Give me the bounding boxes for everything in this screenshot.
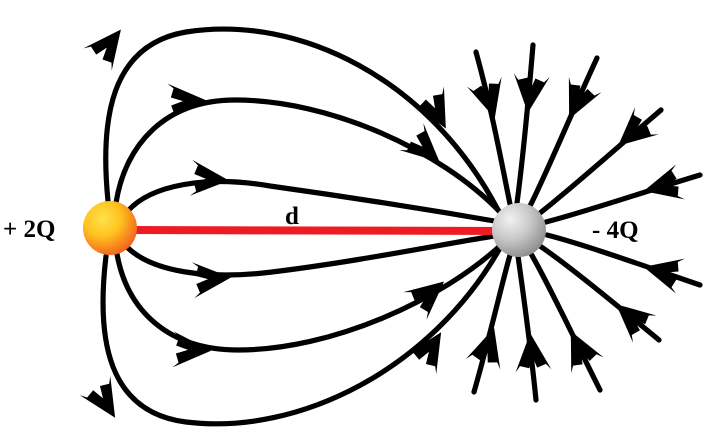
line-upper-inner: [124, 179, 509, 226]
negative-charge: [492, 203, 546, 257]
line-bottom-into-negative-mid-arrow-1: [515, 333, 552, 373]
line-right-upper-into-negative-arrow-1: [643, 164, 685, 200]
line-lower-inner: [124, 231, 511, 278]
positive-charge: [83, 201, 137, 255]
line-upper-outer-loop-arrow-1: [83, 29, 121, 71]
line-right-lower-into-negative-arrow-1: [643, 258, 685, 294]
line-upper-mid-loop-arrow-2: [399, 123, 440, 163]
line-bottom-into-negative-right: [527, 249, 603, 393]
line-lower-outer-loop-arrow-2: [405, 332, 442, 374]
line-top-into-negative-mid-arrow-1: [513, 73, 550, 113]
line-lowerright-into-negative-arrow-1: [616, 304, 657, 343]
field-lines-group: [79, 26, 703, 427]
line-lower-outer-loop-arrow-1: [79, 376, 116, 418]
line-lower-mid-loop-arrow-1: [172, 331, 211, 368]
line-top-into-negative-right-arrow-1: [568, 76, 602, 120]
line-top-into-negative-mid: [514, 42, 536, 206]
line-lower-mid-loop: [114, 241, 505, 353]
line-upper-outer-loop: [103, 26, 501, 213]
negative-charge-label: - 4Q: [592, 217, 639, 244]
separation-distance-line: [129, 226, 513, 235]
line-upperright-into-negative: [537, 107, 664, 216]
line-lower-inner-arrow-1: [191, 262, 231, 299]
line-right-upper-into-negative: [543, 172, 703, 225]
distance-label-d: d: [285, 203, 299, 230]
line-top-into-negative-left: [473, 49, 513, 207]
line-upper-outer-loop-arrow-2: [412, 86, 446, 129]
line-upper-inner-arrow-1: [189, 159, 229, 196]
charges-group: [83, 201, 546, 257]
line-bottom-into-negative-mid: [515, 253, 539, 403]
line-lower-outer-loop: [100, 245, 503, 427]
line-bottom-into-negative-left: [471, 252, 513, 395]
line-right-lower-into-negative: [544, 232, 703, 288]
line-lowerright-into-negative: [537, 243, 662, 343]
line-bottom-into-negative-left-arrow-1: [465, 327, 501, 370]
line-top-into-negative-right: [527, 55, 600, 209]
line-top-into-negative-left-arrow-1: [467, 76, 502, 119]
line-lower-mid-loop-arrow-2: [403, 281, 445, 320]
line-upper-mid-loop-arrow-1: [167, 83, 206, 120]
line-upperright-into-negative-arrow-1: [618, 107, 659, 146]
line-bottom-into-negative-right-arrow-1: [570, 331, 604, 374]
positive-charge-label: + 2Q: [3, 216, 55, 243]
line-upper-mid-loop: [113, 97, 503, 215]
